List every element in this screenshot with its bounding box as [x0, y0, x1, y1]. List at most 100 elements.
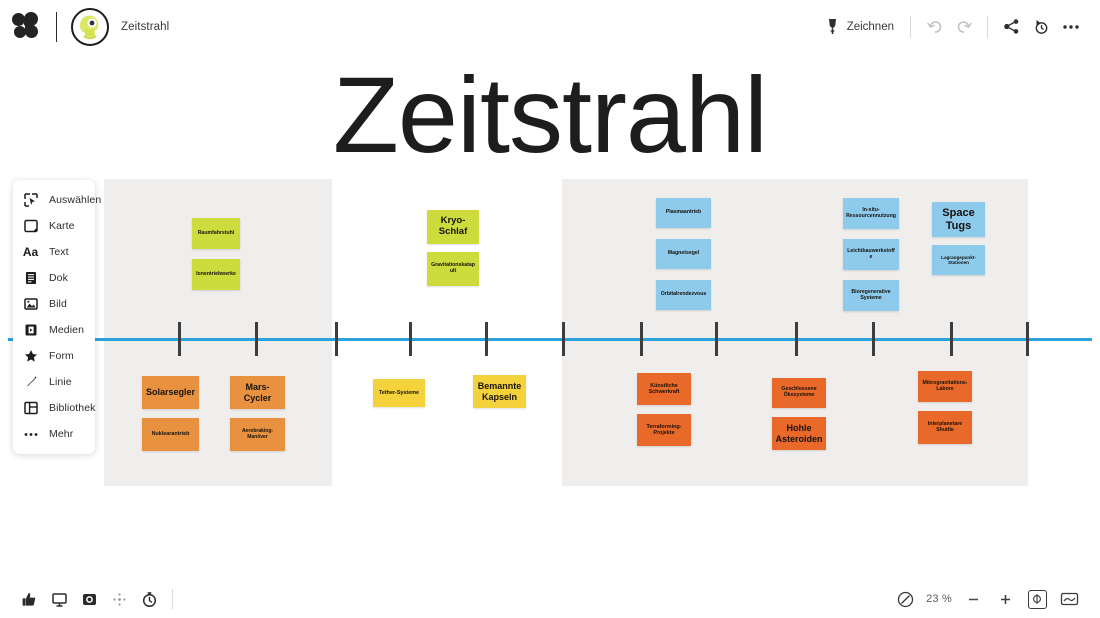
share-button[interactable] [996, 11, 1026, 43]
more-icon [23, 427, 38, 442]
fit-to-screen-button[interactable] [1024, 586, 1050, 612]
tool-item-ausw-hlen[interactable]: Auswählen [13, 187, 101, 213]
board-avatar[interactable] [71, 7, 109, 46]
tool-item-bibliothek[interactable]: Bibliothek [13, 395, 95, 421]
timeline-tick[interactable] [795, 322, 798, 356]
sticky-note-text: Nuklearantrieb [151, 431, 190, 438]
sticky-note[interactable]: Magnetsegel [656, 239, 711, 269]
history-button[interactable] [1026, 11, 1056, 43]
timer-icon [142, 591, 156, 607]
board-title[interactable]: Zeitstrahl [121, 20, 170, 33]
more-options-button[interactable] [1056, 11, 1086, 43]
sticky-note[interactable]: Gravitationskatapult [427, 252, 479, 286]
timeline-tick[interactable] [715, 322, 718, 356]
zoom-out-button[interactable] [960, 586, 986, 612]
tool-item-karte[interactable]: Karte [13, 213, 95, 239]
sticky-note[interactable]: Orbitalrendezvous [656, 280, 711, 310]
tool-item-dok[interactable]: Dok [13, 265, 95, 291]
tool-item-linie[interactable]: Linie [13, 369, 95, 395]
pen-icon [828, 19, 836, 34]
timeline-tick[interactable] [950, 322, 953, 356]
card-icon [23, 219, 38, 234]
zoom-reset-button[interactable] [892, 586, 918, 612]
tool-item-form[interactable]: Form [13, 343, 95, 369]
minus-icon [968, 598, 978, 600]
timeline-tick[interactable] [409, 322, 412, 356]
frames-button[interactable] [106, 586, 132, 612]
sticky-note[interactable]: Bioregenerative Systeme [843, 280, 899, 311]
sticky-note[interactable]: Leichtbauwerkstoffe [843, 239, 899, 270]
zoom-in-button[interactable] [992, 586, 1018, 612]
sticky-note-text: Mikrogravitations-Labore [922, 379, 968, 392]
line-icon [23, 375, 38, 390]
sticky-note[interactable]: Raumfahrstuhl [192, 218, 240, 249]
sticky-note-text: Tether-Systeme [378, 389, 420, 396]
sticky-note[interactable]: Lagrangepunkt-Stationen [932, 245, 985, 275]
sticky-note[interactable]: Tether-Systeme [373, 379, 425, 407]
sticky-note[interactable]: Interplanetare Shuttle [918, 411, 972, 444]
sticky-note[interactable]: Mars-Cycler [230, 376, 285, 409]
app-logo-icon[interactable] [12, 11, 42, 42]
tool-item-bild[interactable]: Bild [13, 291, 95, 317]
board-heading[interactable]: Zeitstrahl [332, 54, 768, 175]
timeline-tick[interactable] [640, 322, 643, 356]
sticky-note[interactable]: Kryo-Schlaf [427, 210, 479, 244]
document-icon [23, 271, 38, 286]
zoom-reset-icon [897, 591, 913, 607]
sticky-note[interactable]: Geschlossene Ökosysteme [772, 378, 826, 408]
draw-button[interactable]: Zeichnen [821, 11, 902, 43]
tool-item-medien[interactable]: Medien [13, 317, 95, 343]
timer-button[interactable] [136, 586, 162, 612]
sticky-note-text: Hohle Asteroiden [775, 423, 823, 444]
presentation-button[interactable] [46, 586, 72, 612]
sticky-note[interactable]: Bemannte Kapseln [473, 375, 526, 408]
timeline-tick[interactable] [1026, 322, 1029, 356]
sticky-note-text: Mars-Cycler [243, 382, 272, 403]
reactions-button[interactable] [16, 586, 42, 612]
sticky-note-text: Space Tugs [942, 207, 975, 232]
sticky-note[interactable]: Aerobraking-Manöver [230, 418, 285, 451]
tool-item-label: Linie [49, 376, 72, 388]
timeline-tick[interactable] [562, 322, 565, 356]
sticky-note-text: Ionentriebwerke [196, 270, 236, 277]
sticky-note[interactable]: Nuklearantrieb [142, 418, 199, 451]
sticky-note[interactable]: Mikrogravitations-Labore [918, 371, 972, 402]
sticky-note[interactable]: Space Tugs [932, 202, 985, 237]
tool-item-mehr[interactable]: Mehr [13, 421, 95, 447]
redo-button[interactable] [949, 11, 979, 43]
timeline-tick[interactable] [335, 322, 338, 356]
timeline-tick[interactable] [178, 322, 181, 356]
sticky-note[interactable]: Terraforming-Projekte [637, 414, 691, 446]
top-toolbar: Zeitstrahl Zeichnen [0, 0, 1100, 53]
bottom-toolbar: 23 % [0, 580, 1100, 618]
bottombar-right-group: 23 % [892, 580, 1082, 618]
sticky-note[interactable]: Solarsegler [142, 376, 199, 409]
sticky-note[interactable]: In-situ-Ressourcennutzung [843, 198, 899, 229]
undo-button[interactable] [919, 11, 949, 43]
shape-icon [23, 349, 38, 364]
presentation-icon [51, 592, 67, 607]
minimap-button[interactable] [1056, 586, 1082, 612]
sticky-note-text: Künstliche Schwerkraft [648, 382, 680, 395]
dots-grid-icon [113, 592, 125, 606]
sticky-note[interactable]: Ionentriebwerke [192, 259, 240, 290]
topbar-separator-2 [987, 15, 988, 38]
timeline-tick[interactable] [485, 322, 488, 356]
sticky-note-text: Solarsegler [145, 387, 196, 398]
screenshot-button[interactable] [76, 586, 102, 612]
undo-icon [926, 21, 941, 33]
sticky-note[interactable]: Plasmaantrieb [656, 198, 711, 228]
fit-to-screen-icon [1027, 589, 1047, 609]
sticky-note[interactable]: Künstliche Schwerkraft [637, 373, 691, 405]
history-icon [1035, 19, 1048, 34]
timeline-tick[interactable] [255, 322, 258, 356]
sticky-note-text: Bioregenerative Systeme [851, 288, 891, 301]
bottombar-separator [172, 589, 173, 609]
sticky-note[interactable]: Hohle Asteroiden [772, 417, 826, 450]
timeline-line[interactable] [8, 338, 1092, 341]
timeline-tick[interactable] [872, 322, 875, 356]
